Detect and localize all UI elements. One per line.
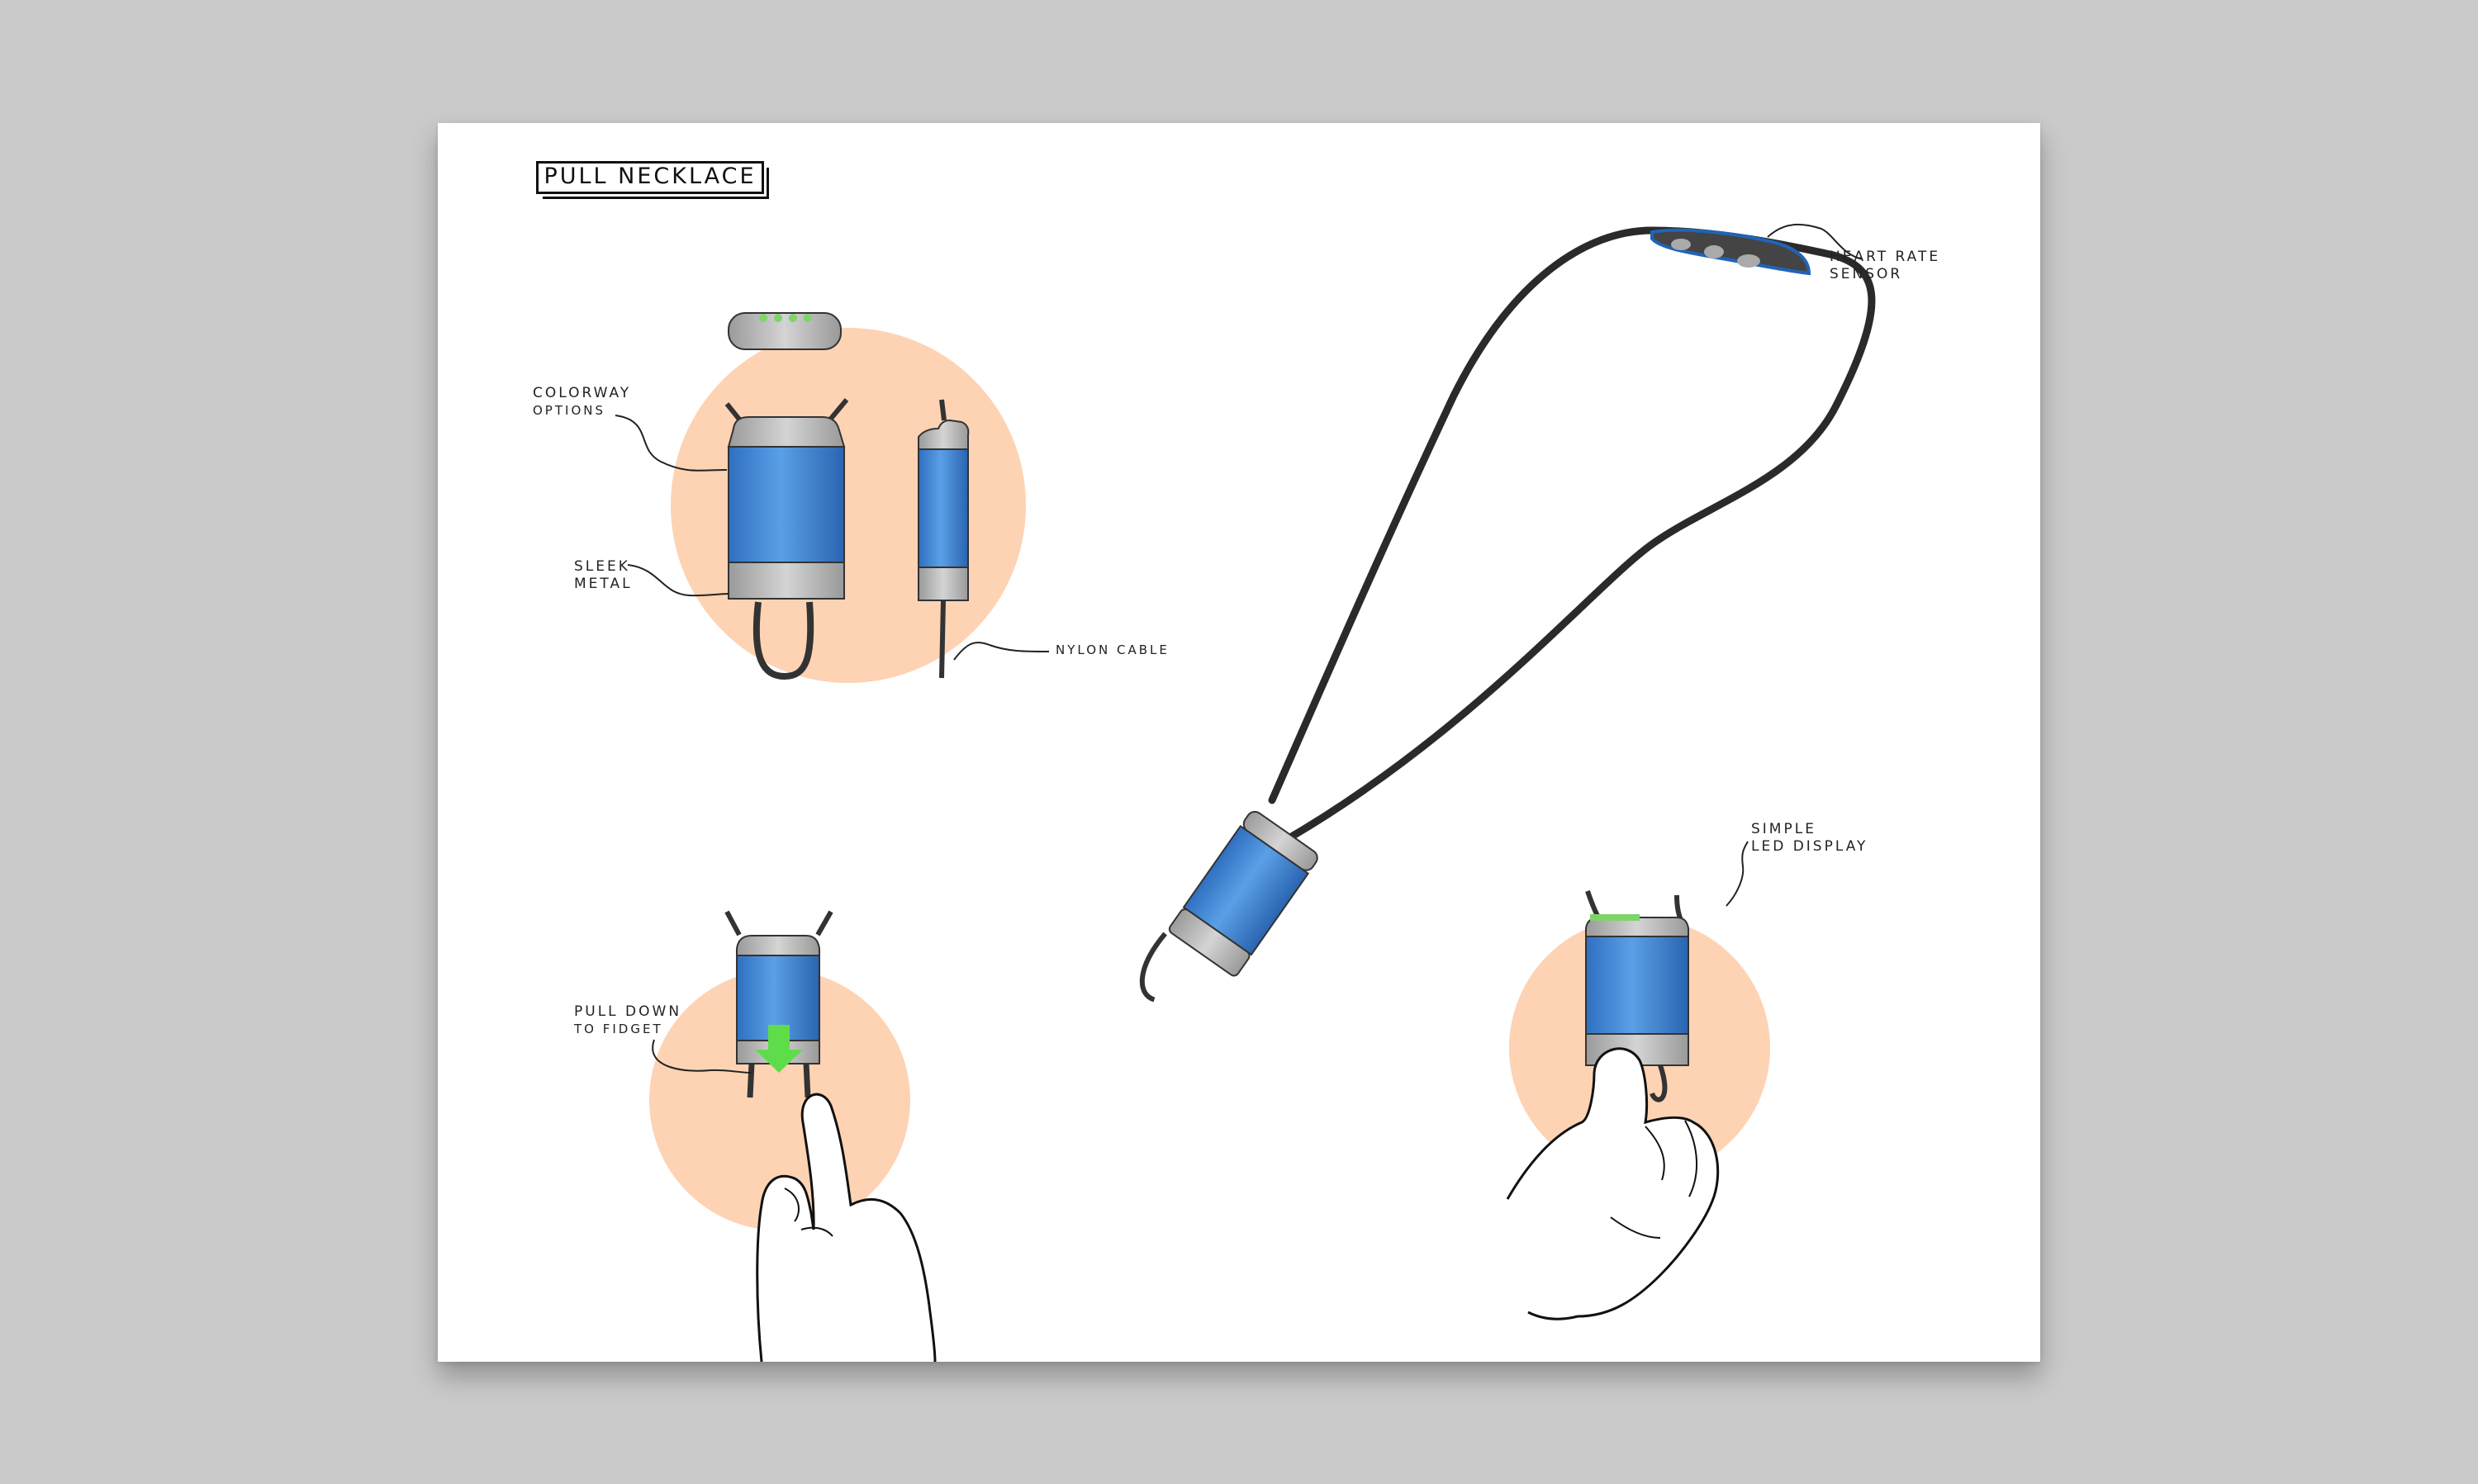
label-pull-down: PULL DOWN TO FIDGET [574, 1003, 682, 1036]
label-sleek-metal: SLEEK METAL [574, 558, 633, 592]
heart-rate-sensor [1650, 228, 1811, 276]
page-title: PULL NECKLACE [536, 161, 769, 199]
accent-circle-top [671, 328, 1026, 683]
label-nylon-cable: NYLON CABLE [1056, 642, 1170, 657]
device-side-view [918, 399, 970, 679]
device-front-view [724, 398, 849, 680]
device-pull-demo [724, 910, 833, 1098]
pendant-device [1139, 810, 1318, 1003]
pointer-led-display [1726, 841, 1749, 907]
device-top-view [728, 312, 842, 350]
pull-down-arrow-icon [755, 1025, 803, 1073]
label-led-display: SIMPLE LED DISPLAY [1751, 821, 1868, 855]
label-colorway: COLORWAY OPTIONS [533, 385, 632, 418]
pointer-nylon-cable [953, 642, 1050, 661]
hand-right-icon [1506, 1047, 1720, 1320]
pointer-sleek-metal [627, 564, 729, 597]
label-heart-rate: HEART RATE SENSOR [1830, 249, 1941, 282]
hand-left-icon [756, 1093, 937, 1362]
sketch-sheet: PULL NECKLACE COLORWAY OPTIONS SLEEK MET… [438, 123, 2040, 1362]
device-led-demo [1585, 890, 1689, 1104]
pointer-colorway [615, 415, 728, 472]
pointer-heart-rate [1767, 223, 1863, 260]
necklace-cable [1268, 226, 1876, 847]
sketch-canvas [615, 223, 1876, 1362]
pointer-pull-down [652, 1039, 752, 1074]
